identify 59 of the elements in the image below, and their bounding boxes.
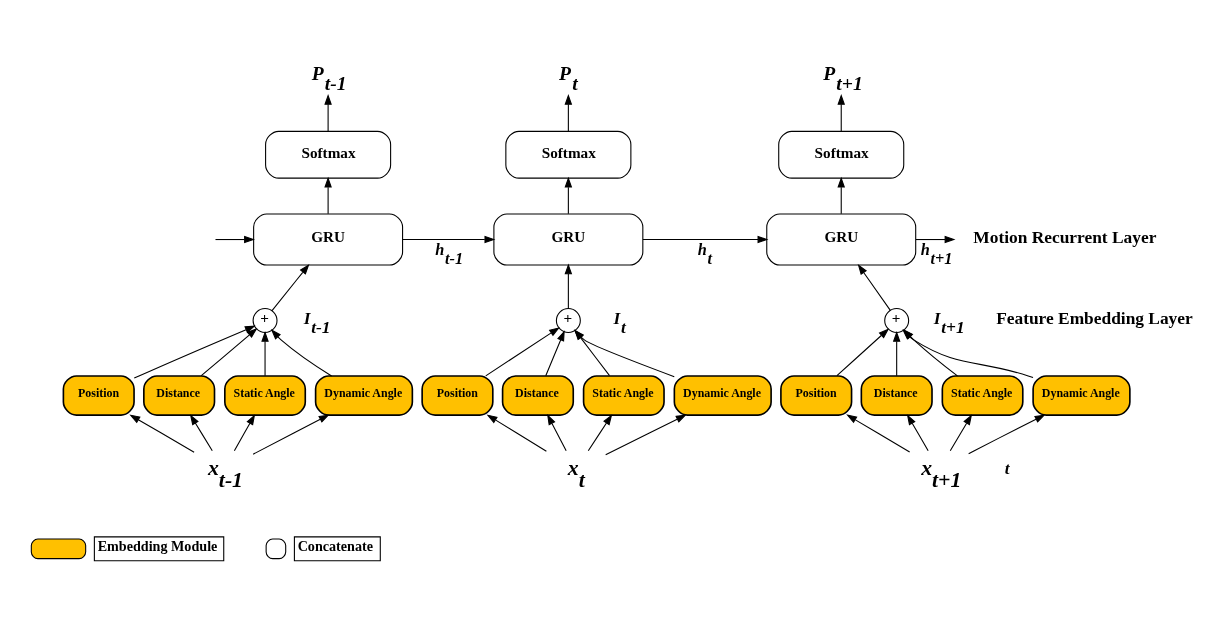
node-box: Position [780, 375, 853, 416]
arrow [564, 176, 573, 215]
arrow [486, 414, 547, 452]
legend-label: Concatenate [297, 538, 373, 555]
arrow [485, 327, 560, 377]
arrow [837, 93, 846, 132]
arrow [587, 414, 613, 452]
arrow [252, 414, 330, 455]
node-box: Dynamic Angle [1032, 375, 1131, 416]
arrow [906, 414, 929, 452]
arrow [133, 325, 256, 379]
arrow [233, 414, 256, 452]
node-circle: + [252, 308, 278, 334]
arrow [402, 235, 496, 244]
arrow [836, 328, 890, 377]
label: Motion Recurrent Layer [973, 227, 1157, 247]
arrow [892, 330, 901, 377]
arrow [564, 93, 573, 132]
label: Feature Embedding Layer [996, 308, 1193, 328]
arrow [200, 328, 258, 377]
arrow [547, 414, 567, 452]
arrow [915, 235, 956, 244]
node-box: Dynamic Angle [314, 375, 414, 416]
arrow [846, 414, 911, 453]
node-box: Softmax [778, 130, 905, 179]
arrow [270, 329, 333, 377]
node-box: Position [62, 375, 135, 416]
node-box: Distance [143, 375, 216, 416]
arrow [564, 263, 573, 310]
node-box: Static Angle [941, 375, 1024, 416]
arrow [129, 414, 195, 453]
node-box: GRU [766, 213, 917, 266]
arrow [261, 330, 269, 377]
node-box: Softmax [265, 130, 392, 179]
node-box: GRU [493, 213, 644, 266]
arrow [837, 176, 846, 215]
arrow [271, 263, 310, 312]
node-box: Static Angle [224, 375, 307, 416]
node-box: Distance [860, 375, 933, 416]
legend-label: Embedding Module [97, 538, 218, 555]
arrow [968, 414, 1046, 455]
arrow [857, 264, 891, 311]
label: t [1004, 458, 1010, 478]
arrow [324, 93, 332, 132]
node-box: Dynamic Angle [673, 375, 772, 416]
node-box: Position [421, 375, 494, 416]
node-circle: + [555, 308, 581, 334]
arrow [949, 414, 973, 452]
node-box: GRU [253, 213, 404, 266]
node-box: Distance [501, 375, 575, 416]
node-box: Static Angle [582, 375, 665, 416]
arrow [214, 235, 255, 244]
arrow [545, 330, 565, 377]
node-circle: + [884, 308, 910, 334]
node-box: Softmax [505, 130, 632, 179]
arrow [189, 414, 213, 452]
arrow [605, 414, 687, 456]
arrow [642, 235, 769, 244]
arrow [324, 176, 332, 215]
